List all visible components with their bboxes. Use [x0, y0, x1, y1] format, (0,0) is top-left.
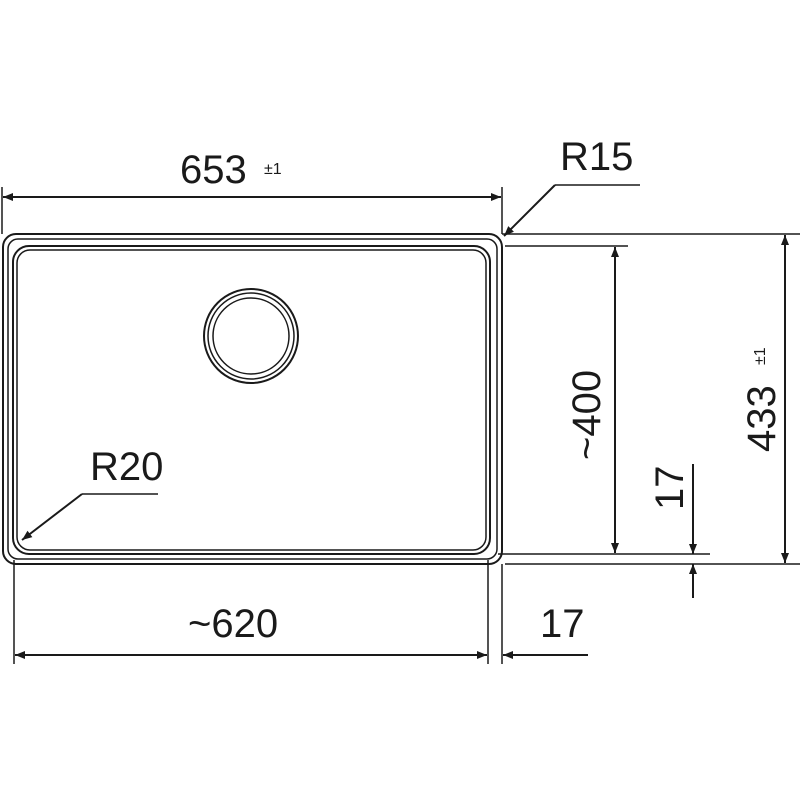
- overall-height-label: 433: [740, 385, 784, 452]
- drain-icon: [203, 288, 299, 384]
- overall-height-dimension: 433 ±1: [740, 235, 789, 563]
- overall-width-label: 653: [180, 148, 247, 192]
- rim-bottom-dimension: 17: [648, 464, 697, 598]
- sink-outer-outline: [2, 233, 503, 565]
- overall-height-tolerance: ±1: [752, 347, 769, 365]
- inner-radius-callout: R20: [21, 445, 163, 541]
- bowl-inner-outline: [16, 249, 487, 551]
- bowl-width-label: ~620: [188, 602, 278, 646]
- outer-radius-callout: R15: [503, 135, 640, 237]
- bowl-width-dimension: ~620: [15, 602, 487, 659]
- rim-right-dimension: 17: [503, 602, 588, 659]
- bowl-height-label: ~400: [565, 370, 609, 460]
- sink-rim-outline: [7, 238, 498, 560]
- bowl-outline: [12, 245, 491, 555]
- bowl-height-dimension: ~400: [565, 247, 619, 553]
- outer-radius-label: R15: [560, 135, 633, 179]
- inner-radius-label: R20: [90, 445, 163, 489]
- overall-width-dimension: 653 ±1: [1, 148, 503, 234]
- rim-right-label: 17: [540, 602, 585, 646]
- rim-bottom-label: 17: [648, 466, 692, 511]
- overall-width-tolerance: ±1: [264, 161, 282, 178]
